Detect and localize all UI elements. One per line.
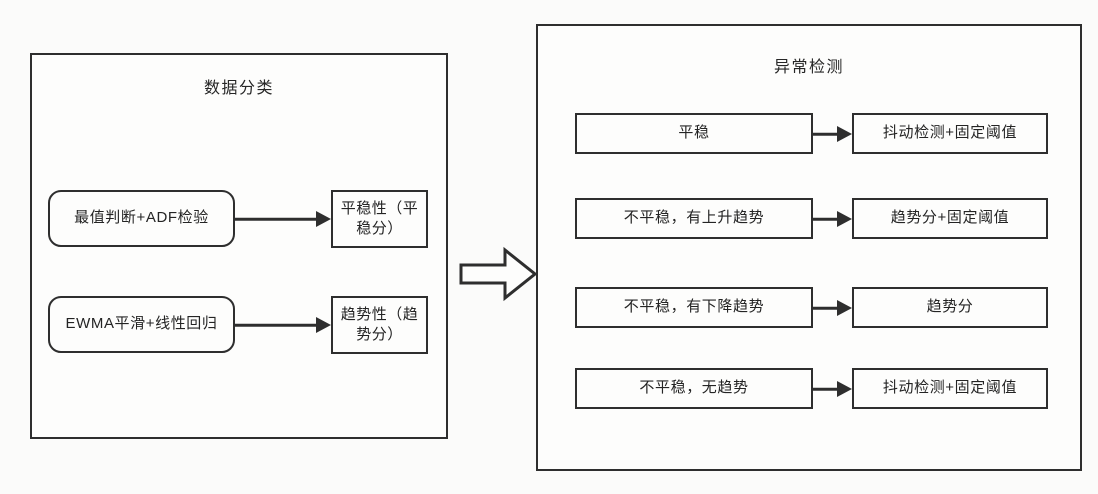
- arrow-shaft: [235, 217, 318, 221]
- arrow-head: [316, 211, 331, 227]
- node-strategy-trend-score[interactable]: 趋势分: [852, 287, 1048, 328]
- node-max-value-adf-test[interactable]: 最值判断+ADF检验: [48, 190, 235, 247]
- node-strategy-jitter-fixed-threshold-2[interactable]: 抖动检测+固定阈值: [852, 368, 1048, 409]
- arrow-shaft: [235, 323, 318, 327]
- arrow-shaft: [813, 306, 839, 310]
- node-condition-stationary[interactable]: 平稳: [575, 113, 813, 154]
- node-stationarity-score[interactable]: 平稳性（平稳分）: [331, 190, 428, 248]
- panel-right-title: 异常检测: [773, 59, 844, 76]
- arrow-head: [837, 126, 852, 142]
- arrow-shaft: [813, 132, 839, 136]
- arrow-right-icon-row-1: [813, 126, 852, 142]
- arrow-right-icon-row-2: [813, 211, 852, 227]
- arrow-head: [837, 300, 852, 316]
- arrow-shaft: [813, 217, 839, 221]
- node-condition-nonstationary-downtrend[interactable]: 不平稳，有下降趋势: [575, 287, 813, 328]
- arrow-head: [837, 211, 852, 227]
- arrow-right-icon-ewma-to-trend: [235, 317, 331, 333]
- node-condition-nonstationary-no-trend[interactable]: 不平稳，无趋势: [575, 368, 813, 409]
- arrow-right-icon-row-4: [813, 381, 852, 397]
- block-arrow-right-icon: [459, 246, 537, 302]
- node-trend-score[interactable]: 趋势性（趋势分）: [331, 296, 428, 354]
- node-strategy-jitter-fixed-threshold-1[interactable]: 抖动检测+固定阈值: [852, 113, 1048, 154]
- node-ewma-linear-regression[interactable]: EWMA平滑+线性回归: [48, 296, 235, 353]
- panel-left-title: 数据分类: [203, 80, 274, 97]
- arrow-shaft: [813, 387, 839, 391]
- node-condition-nonstationary-uptrend[interactable]: 不平稳，有上升趋势: [575, 198, 813, 239]
- arrow-head: [316, 317, 331, 333]
- arrow-right-icon-row-3: [813, 300, 852, 316]
- arrow-head: [837, 381, 852, 397]
- arrow-right-icon-adf-to-stationarity: [235, 211, 331, 227]
- node-strategy-trend-score-fixed-threshold[interactable]: 趋势分+固定阈值: [852, 198, 1048, 239]
